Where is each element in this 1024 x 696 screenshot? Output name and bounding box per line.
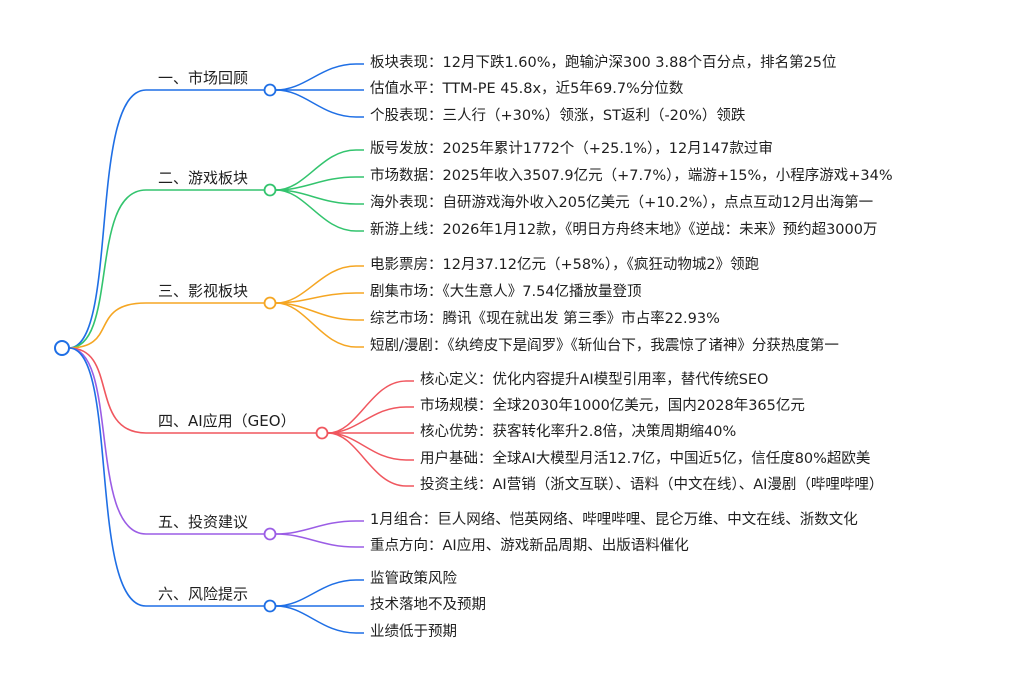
branch-node-game[interactable] <box>263 183 277 197</box>
leaf-connector-risk-2 <box>275 605 364 634</box>
branch-label-film: 三、影视板块 <box>158 282 249 300</box>
leaf-connector-market-2 <box>275 89 364 118</box>
leaf-label-risk-2: 业绩低于预期 <box>370 624 457 640</box>
branch-node-invest[interactable] <box>263 527 277 541</box>
root-to-branch-connector-market <box>68 89 264 349</box>
leaf-connector-ai-0 <box>327 380 414 434</box>
leaf-label-invest-0: 1月组合：巨人网络、恺英网络、哔哩哔哩、昆仑万维、中文在线、浙数文化 <box>370 512 858 528</box>
leaf-connector-game-1 <box>275 176 364 191</box>
leaf-connector-film-3 <box>275 302 364 348</box>
leaf-label-market-1: 估值水平：TTM-PE 45.8x，近5年69.7%分位数 <box>370 81 684 97</box>
leaf-connector-ai-3 <box>327 432 414 461</box>
leaf-label-ai-0: 核心定义：优化内容提升AI模型引用率，替代传统SEO <box>420 372 769 388</box>
leaf-label-film-2: 综艺市场：腾讯《现在就出发 第三季》市占率22.93% <box>370 311 720 327</box>
leaf-label-invest-1: 重点方向：AI应用、游戏新品周期、出版语料催化 <box>370 538 689 554</box>
leaf-label-game-2: 海外表现：自研游戏海外收入205亿美元（+10.2%），点点互动12月出海第一 <box>370 195 874 211</box>
root-to-branch-connector-invest <box>68 347 264 535</box>
leaf-label-film-3: 短剧/漫剧：《纨绔皮下是阎罗》《斩仙台下，我震惊了诸神》分获热度第一 <box>370 338 839 354</box>
leaf-connector-ai-4 <box>327 432 414 487</box>
leaf-connector-ai-1 <box>327 406 414 434</box>
root-to-branch-connector-game <box>68 189 264 349</box>
leaf-connector-invest-0 <box>275 520 364 535</box>
leaf-label-ai-1: 市场规模：全球2030年1000亿美元，国内2028年365亿元 <box>420 398 805 414</box>
branch-label-game: 二、游戏板块 <box>158 169 249 187</box>
leaf-label-film-0: 电影票房：12月37.12亿元（+58%），《疯狂动物城2》领跑 <box>370 257 760 273</box>
leaf-connector-film-0 <box>275 265 364 304</box>
root-to-branch-connector-ai <box>68 347 316 434</box>
leaf-connector-game-0 <box>275 149 364 191</box>
branch-node-market[interactable] <box>263 83 277 97</box>
leaf-label-risk-0: 监管政策风险 <box>370 571 457 587</box>
leaf-label-game-1: 市场数据：2025年收入3507.9亿元（+7.7%），端游+15%，小程序游戏… <box>370 168 893 184</box>
leaf-connector-game-2 <box>275 189 364 205</box>
leaf-label-ai-3: 用户基础：全球AI大模型月活12.7亿，中国近5亿，信任度80%超欧美 <box>420 451 871 467</box>
leaf-label-game-3: 新游上线：2026年1月12款，《明日方舟终末地》《逆战：未来》预约超3000万 <box>370 222 878 238</box>
branch-label-market: 一、市场回顾 <box>158 69 249 87</box>
branch-label-ai: 四、AI应用（GEO） <box>158 412 296 430</box>
branch-label-risk: 六、风险提示 <box>158 585 249 603</box>
branch-node-film[interactable] <box>263 296 277 310</box>
leaf-label-ai-4: 投资主线：AI营销（浙文互联）、语料（中文在线）、AI漫剧（哔哩哔哩） <box>420 477 884 493</box>
branch-label-invest: 五、投资建议 <box>158 513 249 531</box>
leaf-connector-game-3 <box>275 189 364 232</box>
leaf-label-film-1: 剧集市场：《大生意人》7.54亿播放量登顶 <box>370 284 642 300</box>
leaf-label-market-2: 个股表现：三人行（+30%）领涨，ST返利（-20%）领跌 <box>370 108 746 124</box>
branch-node-ai[interactable] <box>315 426 329 440</box>
root-node[interactable] <box>54 340 70 356</box>
branch-node-risk[interactable] <box>263 599 277 613</box>
leaf-label-risk-1: 技术落地不及预期 <box>370 597 486 613</box>
leaf-connector-risk-0 <box>275 579 364 607</box>
root-to-branch-connector-risk <box>68 347 264 607</box>
root-to-branch-connector-film <box>68 302 264 349</box>
leaf-connector-market-0 <box>275 63 364 91</box>
leaf-connector-invest-1 <box>275 533 364 548</box>
leaf-label-ai-2: 核心优势：获客转化率升2.8倍，决策周期缩40% <box>420 424 737 440</box>
leaf-label-market-0: 板块表现：12月下跌1.60%，跑输沪深300 3.88个百分点，排名第25位 <box>370 55 837 71</box>
leaf-label-game-0: 版号发放：2025年累计1772个（+25.1%），12月147款过审 <box>370 141 773 157</box>
leaf-connector-film-1 <box>275 292 364 304</box>
leaf-connector-film-2 <box>275 302 364 321</box>
